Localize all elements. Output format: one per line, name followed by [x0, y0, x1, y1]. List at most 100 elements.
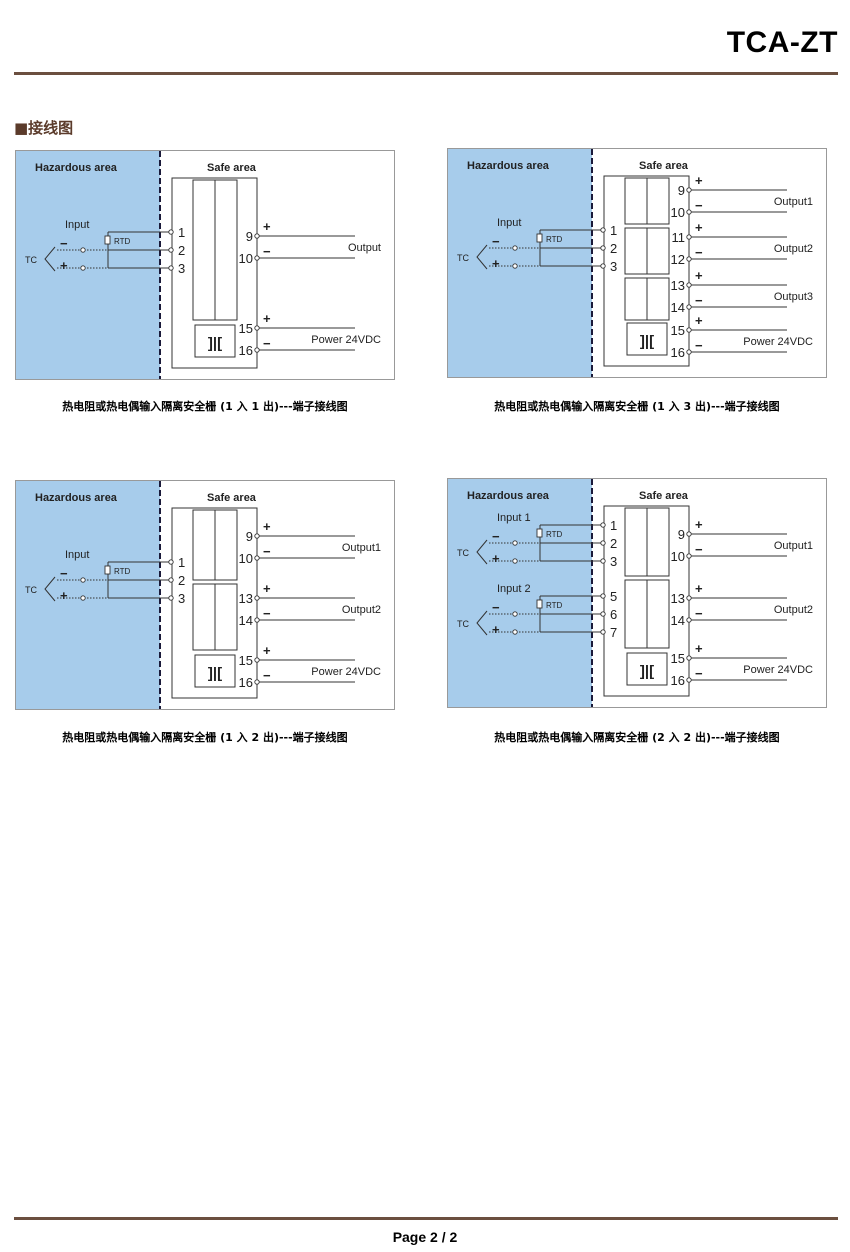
rtd-resistor [104, 235, 111, 245]
terminal-circle [512, 245, 518, 251]
minus-sign: − [263, 336, 271, 351]
input-label: Input [65, 219, 89, 231]
terminal-circle [512, 540, 518, 546]
terminal-circle [254, 233, 260, 239]
rtd-resistor [104, 565, 111, 575]
tc-label: TC [457, 619, 469, 629]
hazard-label: Hazardous area [467, 490, 550, 502]
plus-sign: + [695, 220, 703, 235]
minus-sign: − [492, 600, 500, 615]
minus-sign: − [695, 666, 703, 681]
terminal-number: 2 [178, 243, 185, 258]
plus-sign: + [695, 173, 703, 188]
terminal-circle [168, 595, 174, 601]
rtd-resistor [536, 233, 543, 243]
hazard-label: Hazardous area [35, 162, 118, 174]
terminal-number: 14 [239, 613, 253, 628]
rtd-label: RTD [114, 237, 131, 246]
terminal-circle [686, 655, 692, 661]
tc-label: TC [25, 585, 37, 595]
terminal-circle [254, 617, 260, 623]
rtd-label: RTD [546, 235, 563, 244]
page-footer: Page 2 / 2 [0, 1229, 850, 1245]
terminal-circle [600, 245, 606, 251]
transformer-symbol: ]|[ [640, 333, 654, 350]
terminal-number: 3 [178, 591, 185, 606]
terminal-circle [512, 629, 518, 635]
diagram-caption: 热电阻或热电偶输入隔离安全栅 (1 入 3 出)---端子接线图 [494, 400, 780, 413]
terminal-circle [168, 247, 174, 253]
page-separator: / [437, 1229, 450, 1245]
terminal-number: 2 [178, 573, 185, 588]
terminal-number: 1 [178, 555, 185, 570]
terminal-circle [600, 522, 606, 528]
safe-label: Safe area [207, 162, 257, 174]
terminal-number: 9 [246, 229, 253, 244]
plus-sign: + [60, 258, 68, 273]
power-isolation-block [194, 324, 236, 358]
terminal-number: 16 [671, 345, 685, 360]
output-label: Output2 [774, 604, 813, 616]
terminal-circle [254, 347, 260, 353]
minus-sign: − [695, 542, 703, 557]
hazard-area [16, 151, 160, 379]
terminal-number: 10 [671, 549, 685, 564]
terminal-circle [254, 595, 260, 601]
transformer-symbol: ]|[ [208, 665, 222, 682]
power-label: Power 24VDC [311, 666, 381, 678]
plus-sign: + [263, 581, 271, 596]
output-label: Output1 [342, 542, 381, 554]
tc-label: TC [457, 548, 469, 558]
plus-sign: + [492, 622, 500, 637]
terminal-number: 1 [610, 518, 617, 533]
page-current: 2 [430, 1229, 438, 1245]
power-isolation-block [626, 322, 668, 356]
output-label: Output1 [774, 540, 813, 552]
terminal-number: 16 [239, 343, 253, 358]
safe-label: Safe area [639, 160, 689, 172]
transformer-symbol: ]|[ [640, 663, 654, 680]
header-rule [14, 72, 838, 75]
power-label: Power 24VDC [311, 334, 381, 346]
input-label: Input [497, 217, 521, 229]
thermocouple-symbol [44, 576, 56, 602]
terminal-circle [254, 555, 260, 561]
plus-sign: + [263, 519, 271, 534]
input-label: Input [65, 549, 89, 561]
output-label: Output2 [342, 604, 381, 616]
terminal-circle [80, 577, 86, 583]
terminal-number: 10 [239, 251, 253, 266]
terminal-number: 5 [610, 589, 617, 604]
hazard-label: Hazardous area [35, 492, 118, 504]
page-total: 2 [449, 1229, 458, 1245]
output-label: Output3 [774, 291, 813, 303]
hazard-label: Hazardous area [467, 160, 550, 172]
thermocouple-symbol [476, 539, 488, 565]
terminal-circle [512, 611, 518, 617]
terminal-number: 10 [671, 205, 685, 220]
thermocouple-symbol [476, 244, 488, 270]
diagram-caption: 热电阻或热电偶输入隔离安全栅 (1 入 2 出)---端子接线图 [62, 731, 348, 744]
section-title: ■接线图 [14, 119, 74, 137]
minus-sign: − [695, 293, 703, 308]
terminal-number: 3 [610, 554, 617, 569]
terminal-number: 13 [671, 591, 685, 606]
minus-sign: − [492, 234, 500, 249]
terminal-circle [80, 247, 86, 253]
terminal-circle [168, 265, 174, 271]
minus-sign: − [263, 244, 271, 259]
minus-sign: − [695, 198, 703, 213]
minus-sign: − [263, 544, 271, 559]
tc-label: TC [457, 253, 469, 263]
plus-sign: + [60, 588, 68, 603]
minus-sign: − [60, 566, 68, 581]
terminal-circle [600, 629, 606, 635]
minus-sign: − [263, 668, 271, 683]
plus-sign: + [263, 311, 271, 326]
output-label: Output2 [774, 243, 813, 255]
